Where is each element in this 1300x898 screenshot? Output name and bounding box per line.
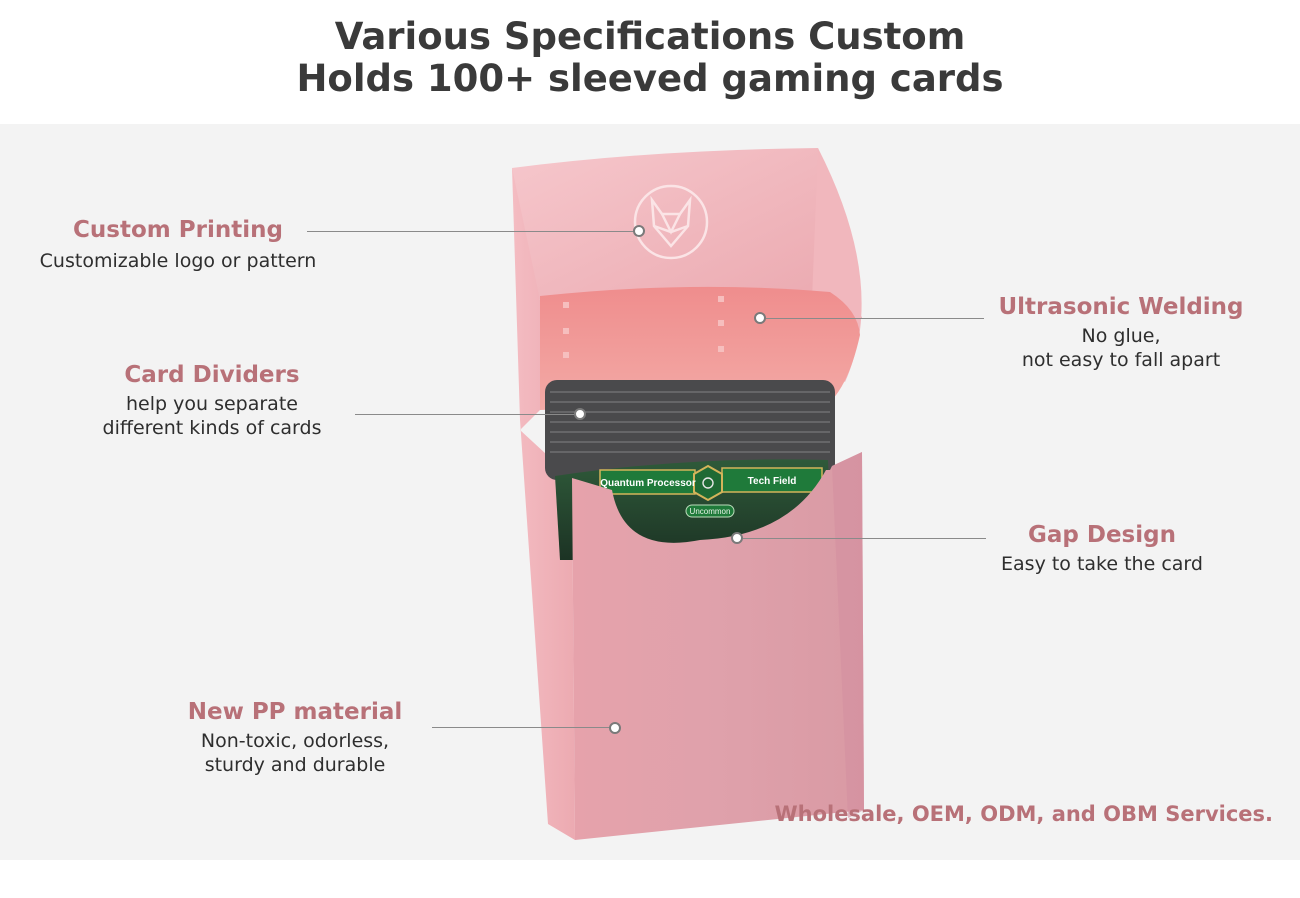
card-name: Quantum Processor — [600, 478, 696, 489]
leader-ultrasonic-welding — [766, 318, 984, 319]
title-line-1: Various Specifications Custom — [334, 15, 966, 58]
gap-design-heading: Gap Design — [1028, 522, 1176, 548]
card-dividers-desc-2: different kinds of cards — [102, 417, 322, 439]
pp-material-heading: New PP material — [187, 699, 403, 725]
ultrasonic-welding-heading: Ultrasonic Welding — [998, 294, 1244, 320]
marker-ultrasonic-welding — [754, 312, 766, 324]
fox-head-logo-icon — [633, 184, 709, 260]
marker-custom-printing — [633, 225, 645, 237]
card-field: Tech Field — [748, 476, 797, 487]
card-dividers-heading: Card Dividers — [124, 362, 300, 388]
marker-card-dividers — [574, 408, 586, 420]
card-dividers-desc-1: help you separate — [126, 393, 298, 415]
page-title: Various Specifications Custom Holds 100+… — [0, 16, 1300, 100]
box-left-side — [512, 168, 575, 840]
leader-custom-printing — [307, 231, 634, 232]
ultrasonic-welding-desc-2: not easy to fall apart — [1021, 349, 1221, 371]
leader-pp-material — [432, 727, 610, 728]
lid-back-panel — [512, 148, 862, 318]
title-line-2: Holds 100+ sleeved gaming cards — [296, 57, 1004, 100]
ultrasonic-welding-desc-1: No glue, — [1081, 325, 1161, 347]
callout-custom-printing: Custom Printing Customizable logo or pat… — [18, 215, 338, 273]
lid-inner — [540, 286, 860, 410]
services-note: Wholesale, OEM, ODM, and OBM Services. — [774, 802, 1273, 826]
marker-gap-design — [731, 532, 743, 544]
leader-card-dividers — [355, 414, 575, 415]
box-front-wall — [572, 452, 864, 840]
marker-pp-material — [609, 722, 621, 734]
callout-gap-design: Gap Design Easy to take the card — [985, 520, 1219, 576]
callout-card-dividers: Card Dividers help you separate differen… — [82, 360, 342, 440]
card-stack — [545, 380, 835, 480]
custom-printing-heading: Custom Printing — [73, 217, 283, 243]
leader-gap-design — [743, 538, 986, 539]
box-right-side — [832, 452, 864, 818]
pp-material-desc-2: sturdy and durable — [204, 754, 386, 776]
gap-design-desc: Easy to take the card — [1001, 553, 1203, 575]
pp-material-desc-1: Non-toxic, odorless, — [200, 730, 390, 752]
custom-printing-desc: Customizable logo or pattern — [39, 250, 317, 272]
card-rarity: Uncommon — [690, 507, 731, 516]
callout-ultrasonic-welding: Ultrasonic Welding No glue, not easy to … — [985, 292, 1257, 372]
callout-pp-material: New PP material Non-toxic, odorless, stu… — [178, 697, 412, 777]
